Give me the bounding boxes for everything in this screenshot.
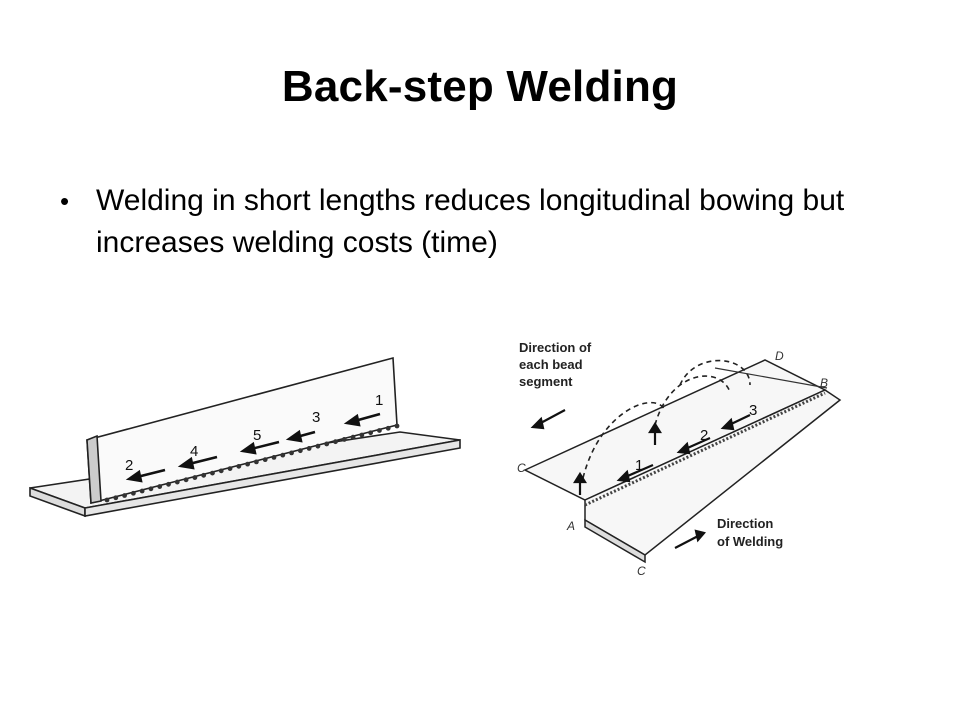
weld-ripple (236, 463, 242, 469)
arrow-head (239, 441, 257, 455)
weld-ripple (368, 430, 374, 436)
jump-arrow (654, 375, 731, 426)
segment-direction-label: segment (519, 374, 573, 389)
weld-seam (584, 391, 826, 507)
weld-ripple (359, 432, 365, 438)
weld-ripple (394, 423, 400, 429)
weld-ripple (201, 472, 207, 478)
weld-ripple (192, 475, 198, 480)
weld-ripple (218, 468, 224, 474)
bullet-list: • Welding in short lengths reduces longi… (60, 180, 900, 264)
segment-number: 5 (253, 427, 261, 444)
arrow-head (125, 469, 143, 483)
weld-ripple (113, 495, 119, 501)
corner-label: C (517, 461, 526, 475)
weld-ripple (341, 437, 347, 442)
arrow-head (720, 417, 735, 431)
weld-ripple (315, 443, 321, 449)
arrow-head (676, 441, 691, 455)
tee-joint-figure: (function(){ var g = document.currentScr… (29, 356, 461, 518)
weld-ripple (245, 461, 251, 467)
corner-label: B (820, 376, 828, 390)
arrow-head (177, 456, 195, 470)
butt-joint-figure: 1 2 3 Direction of each bead segment Dir… (517, 340, 842, 578)
arrow-head (616, 469, 631, 483)
weld-ripple (210, 470, 215, 476)
corner-label: A (566, 519, 575, 533)
weld-ripple (306, 446, 312, 451)
weld-ripple (253, 459, 259, 465)
arrow-head (573, 471, 587, 484)
weld-ripple (104, 497, 110, 503)
weld-ripple (271, 454, 277, 460)
arrow-head (648, 421, 662, 434)
weld-ripple (324, 441, 330, 447)
plate-lower (584, 389, 842, 556)
weld-ripple (377, 428, 382, 433)
corner-label: C (637, 564, 646, 578)
weld-ripple (130, 490, 136, 496)
weld-ripple (227, 466, 233, 472)
segment-number: 1 (375, 392, 383, 409)
jump-arrow (679, 359, 751, 386)
weld-ripple (350, 434, 356, 440)
segment-number: 1 (635, 457, 643, 474)
corner-label: D (775, 349, 784, 363)
segment-direction-label: each bead (519, 357, 583, 372)
segment-number: 4 (190, 443, 198, 460)
bullet-item: • Welding in short lengths reduces longi… (60, 180, 900, 264)
arrow-head (694, 529, 706, 543)
weld-ripple (297, 448, 303, 454)
weld-ripple (166, 481, 171, 487)
weld-ripple (333, 439, 338, 445)
arrow-head (343, 413, 361, 427)
arrow-head (285, 429, 303, 443)
weld-ripple (157, 484, 163, 489)
weld-ripple (385, 425, 391, 431)
segment-number: 2 (125, 457, 133, 474)
slide-title: Back-step Welding (281, 62, 679, 111)
segment-direction-label: Direction of (519, 340, 592, 355)
welding-direction-arrow (674, 534, 701, 549)
weld-ripple (289, 450, 294, 456)
welding-direction-label: of Welding (717, 534, 783, 549)
weld-ripple (280, 452, 286, 458)
weld-ripple (139, 488, 145, 494)
dimension-line (714, 367, 828, 389)
weld-ripple (148, 486, 154, 492)
weld-ripple (174, 479, 180, 485)
segment-number: 3 (312, 409, 320, 426)
arrow-head (530, 416, 545, 430)
segment-number: 3 (749, 402, 757, 419)
weld-ripple (183, 477, 189, 483)
jump-arrow (582, 401, 666, 479)
weld-ripple (122, 493, 127, 498)
segment-number: 2 (700, 427, 708, 444)
welding-direction-label: Direction (717, 516, 773, 531)
bullet-dot-icon: • (60, 186, 70, 216)
weld-bead: (function(){ var g = document.currentScr… (104, 423, 400, 503)
weld-ripple (262, 457, 268, 463)
bullet-text: Welding in short lengths reduces longitu… (96, 184, 845, 259)
